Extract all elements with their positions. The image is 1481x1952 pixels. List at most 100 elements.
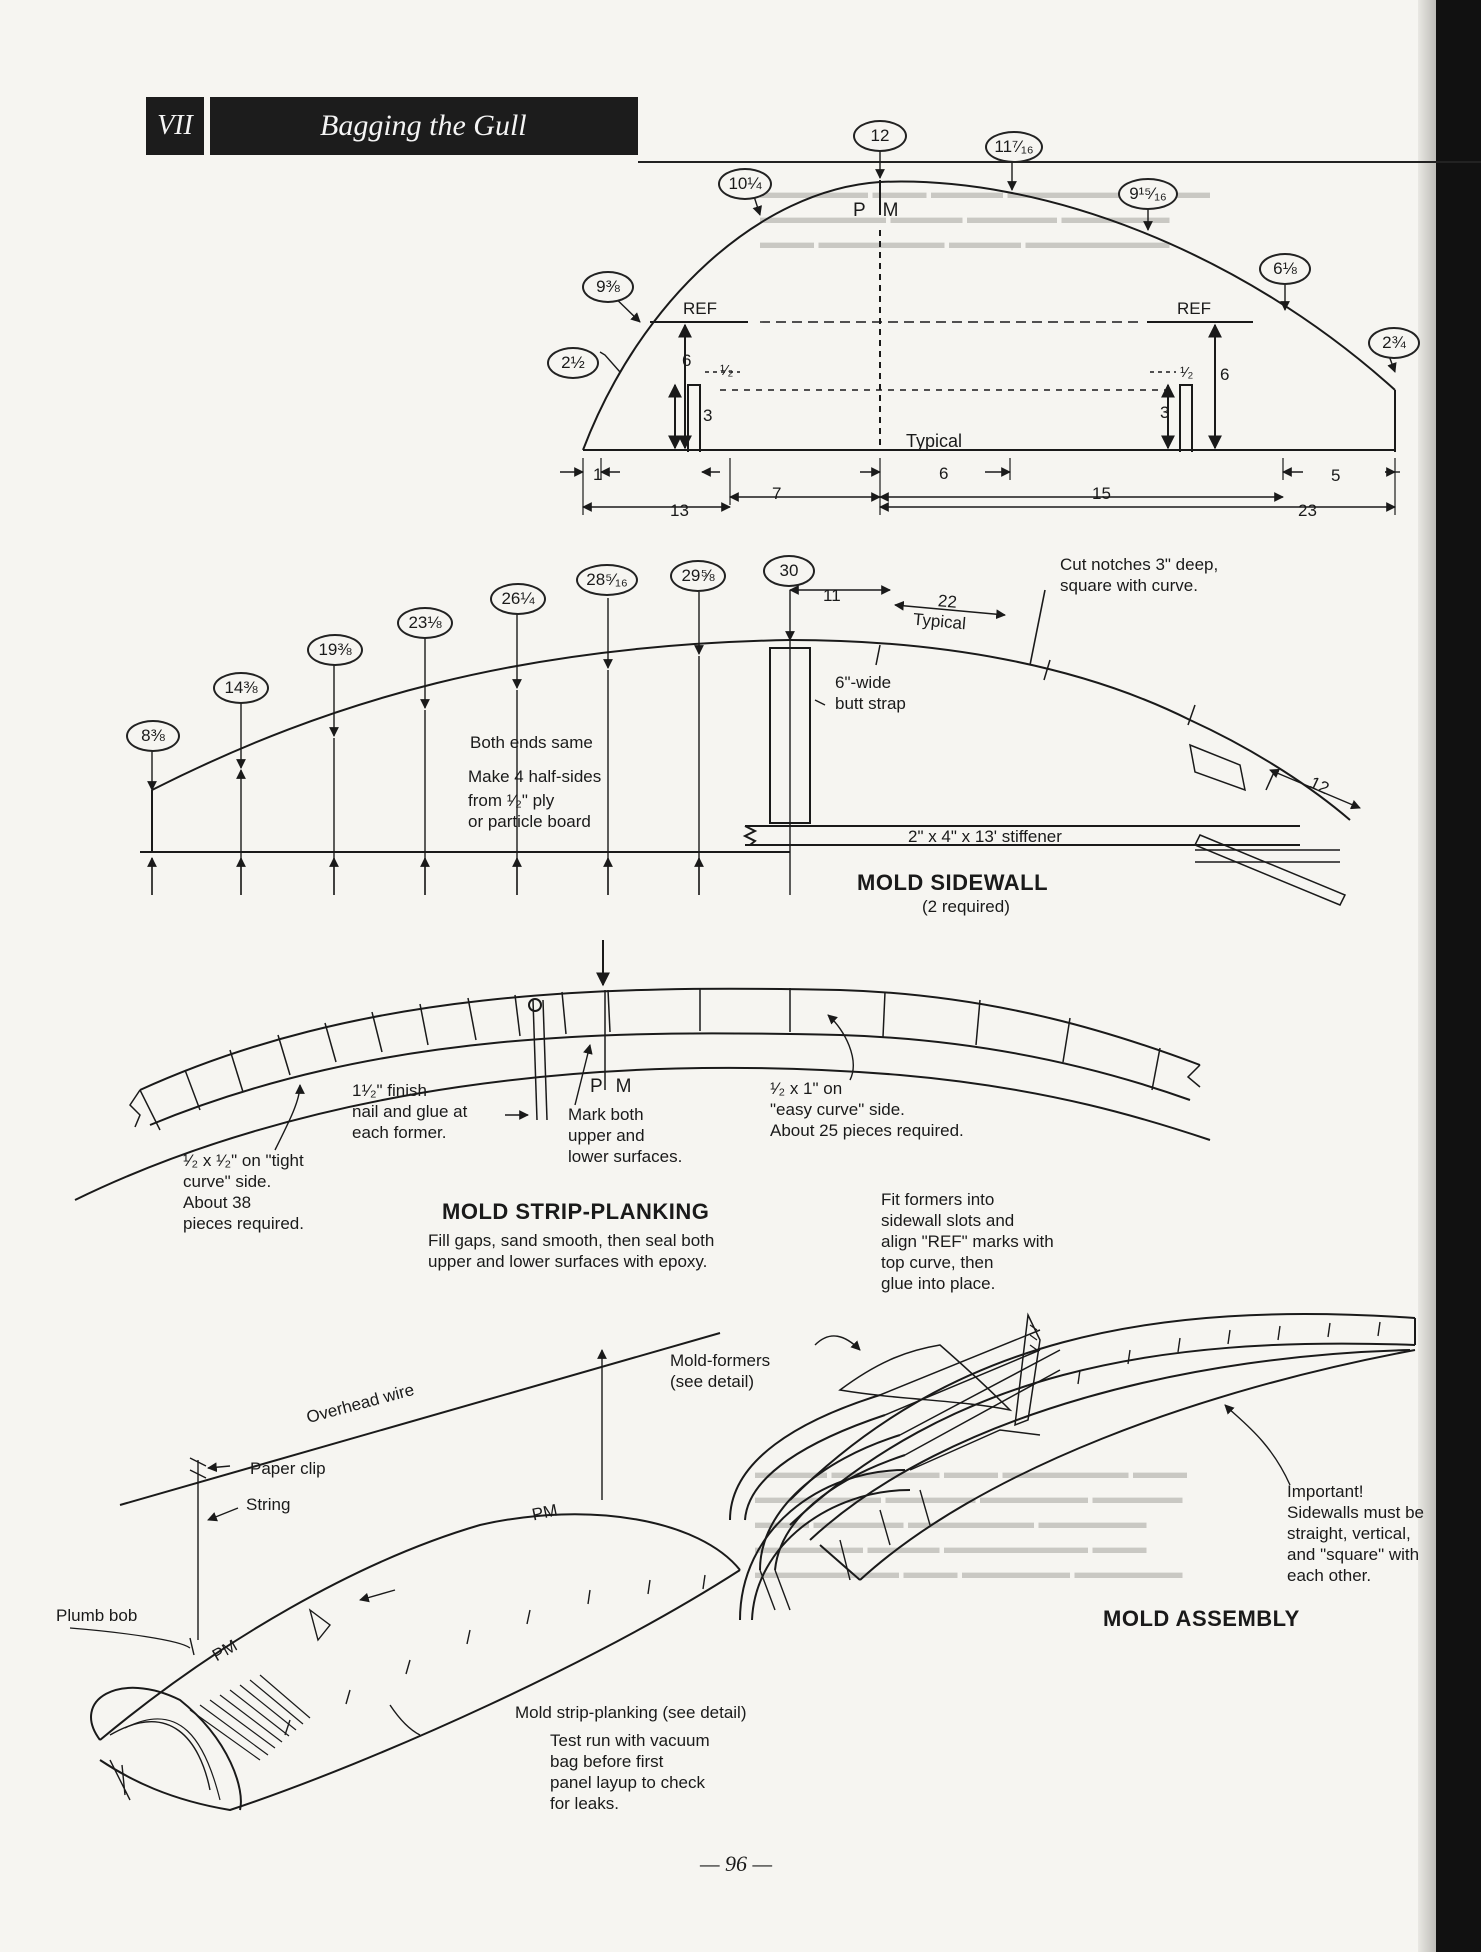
- bubble-29-5-8: 29⅝: [670, 560, 726, 592]
- tight-curve-line3: About 38: [183, 1193, 252, 1212]
- ref-right: REF: [1177, 299, 1211, 318]
- bubble-8-3-8: 8⅜: [126, 720, 180, 752]
- mold-sidewall-caption: MOLD SIDEWALL: [857, 870, 1049, 895]
- fit-formers-line5: glue into place.: [881, 1274, 996, 1293]
- easy-curve-line3: About 25 pieces required.: [770, 1121, 964, 1140]
- dim-13: 13: [670, 501, 689, 520]
- test-run-line4: for leaks.: [550, 1794, 619, 1813]
- former-top-curve: [582, 180, 1396, 451]
- mold-formers-line2: (see detail): [670, 1372, 755, 1391]
- planking-bottom: [149, 1032, 1191, 1126]
- tight-curve-line2: curve" side.: [183, 1172, 272, 1191]
- bubble-12: 12: [853, 120, 907, 152]
- butt-strap-line1: 6"-wide: [835, 673, 892, 692]
- bubble-9-3-8: 9⅜: [582, 271, 634, 303]
- dim-3-left: 3: [703, 406, 713, 425]
- mold-strip-planking-caption: MOLD STRIP-PLANKING: [442, 1199, 710, 1224]
- dim-7: 7: [772, 484, 782, 503]
- scan-edge: [1436, 0, 1481, 1952]
- cut-notches-line2: square with curve.: [1060, 576, 1198, 595]
- chapter-title: Bagging the Gull: [210, 97, 638, 155]
- assembly-left-top: [99, 1513, 741, 1741]
- string-label: String: [246, 1495, 291, 1514]
- important-line2: Sidewalls must be: [1287, 1503, 1425, 1522]
- mark-note-line2: upper and: [568, 1126, 645, 1145]
- butt-strap-line2: butt strap: [835, 694, 906, 713]
- typical-label-top: Typical: [906, 431, 963, 451]
- bubble-28-5-16: 28⁵⁄₁₆: [576, 564, 638, 596]
- mold-assembly-caption: MOLD ASSEMBLY: [1103, 1606, 1300, 1631]
- bleed-through-text: ▬▬▬▬▬▬ ▬▬▬ ▬▬▬▬ ▬▬▬▬▬▬▬ ▬▬▬▬▬▬▬▬▬▬▬ ▬▬▬▬…: [760, 182, 1210, 252]
- paper-clip-label: Paper clip: [250, 1459, 326, 1478]
- important-line1: Important!: [1287, 1482, 1364, 1501]
- make-half-sides: Make 4 half-sides: [468, 767, 602, 786]
- dim-22: 22: [937, 591, 958, 612]
- bubble-2-1-2: 2½: [547, 347, 599, 379]
- easy-curve-line1: ¹⁄₂ x 1" on: [770, 1079, 843, 1098]
- fit-formers-line2: sidewall slots and: [881, 1211, 1015, 1230]
- strip-note-line1: Fill gaps, sand smooth, then seal both: [428, 1231, 715, 1250]
- dim-1: 1: [593, 465, 603, 484]
- dim-half-right: ¹⁄₂: [1180, 364, 1194, 381]
- nail-note-line3: each former.: [352, 1123, 447, 1142]
- butt-strap: [769, 647, 811, 824]
- both-ends-same: Both ends same: [470, 733, 593, 752]
- bubble-10-1-4: 10¼: [718, 168, 772, 200]
- important-line5: each other.: [1287, 1566, 1372, 1585]
- dim-11: 11: [823, 586, 841, 605]
- tight-curve-line4: pieces required.: [183, 1214, 304, 1233]
- dim-5: 5: [1331, 466, 1341, 485]
- mark-note-line3: lower surfaces.: [568, 1147, 683, 1166]
- fit-formers-line3: align "REF" marks with: [881, 1232, 1054, 1251]
- dim-half-left: ¹⁄₂: [720, 362, 734, 379]
- bubble-19-3-8: 19⅜: [307, 634, 363, 666]
- mold-sidewall-required: (2 required): [922, 897, 1010, 916]
- mold-formers-line1: Mold-formers: [670, 1351, 771, 1370]
- page-number: — 96 —: [700, 1851, 773, 1876]
- dim-6: 6: [939, 464, 949, 483]
- plumb-bob-label: Plumb bob: [56, 1606, 138, 1625]
- nail-note-line2: nail and glue at: [352, 1102, 468, 1121]
- pm-label-strip: P M: [590, 1076, 636, 1097]
- or-particle-board: or particle board: [468, 812, 591, 831]
- bubble-11-7-16: 11⁷⁄₁₆: [985, 131, 1043, 163]
- assembly-sidewall-top: [789, 1313, 1416, 1501]
- bubble-6-1-8: 6⅛: [1259, 253, 1311, 285]
- bubble-2-3-4: 2¾: [1368, 327, 1420, 359]
- nail-note-line1: 1¹⁄₂" finish: [352, 1081, 427, 1100]
- chapter-number: VII: [146, 97, 204, 155]
- bubble-30: 30: [763, 555, 815, 587]
- notch-right: [1179, 384, 1193, 452]
- important-line4: and "square" with: [1287, 1545, 1420, 1564]
- important-line3: straight, vertical,: [1287, 1524, 1411, 1543]
- mark-note-line1: Mark both: [568, 1105, 644, 1124]
- typical-label-sidewall: Typical: [912, 609, 967, 634]
- header-rule: [638, 161, 1481, 163]
- notch-left: [687, 384, 701, 452]
- dim-6-left: 6: [682, 351, 692, 370]
- dim-15: 15: [1092, 484, 1111, 503]
- cut-notches-line1: Cut notches 3" deep,: [1060, 555, 1219, 574]
- overhead-wire: [119, 1332, 721, 1506]
- bubble-23-1-8: 23⅛: [397, 607, 453, 639]
- strip-detail-label: Mold strip-planking (see detail): [515, 1703, 747, 1722]
- bubble-14-3-8: 14⅜: [213, 672, 269, 704]
- strip-note-line2: upper and lower surfaces with epoxy.: [428, 1252, 708, 1271]
- bubble-26-1-4: 26¼: [490, 583, 546, 615]
- sidewall-curve: [151, 639, 791, 791]
- bubble-9-15-16: 9¹⁵⁄₁₆: [1118, 178, 1178, 210]
- pm-label-top: P M: [853, 200, 905, 221]
- dim-3-right: 3: [1160, 403, 1170, 422]
- ref-left: REF: [683, 299, 717, 318]
- planking-top: [139, 987, 1201, 1091]
- tight-curve-line1: ¹⁄₂ x ¹⁄₂" on "tight: [183, 1151, 304, 1170]
- test-run-line2: bag before first: [550, 1752, 664, 1771]
- dim-23: 23: [1298, 501, 1317, 520]
- sidewall-right-curve: [789, 639, 1351, 821]
- fit-formers-line1: Fit formers into: [881, 1190, 995, 1209]
- page-fold-shadow: [1418, 0, 1436, 1952]
- stiffener-label: 2" x 4" x 13' stiffener: [908, 827, 1062, 846]
- test-run-line1: Test run with vacuum: [550, 1731, 710, 1750]
- stiffener: [742, 825, 1300, 846]
